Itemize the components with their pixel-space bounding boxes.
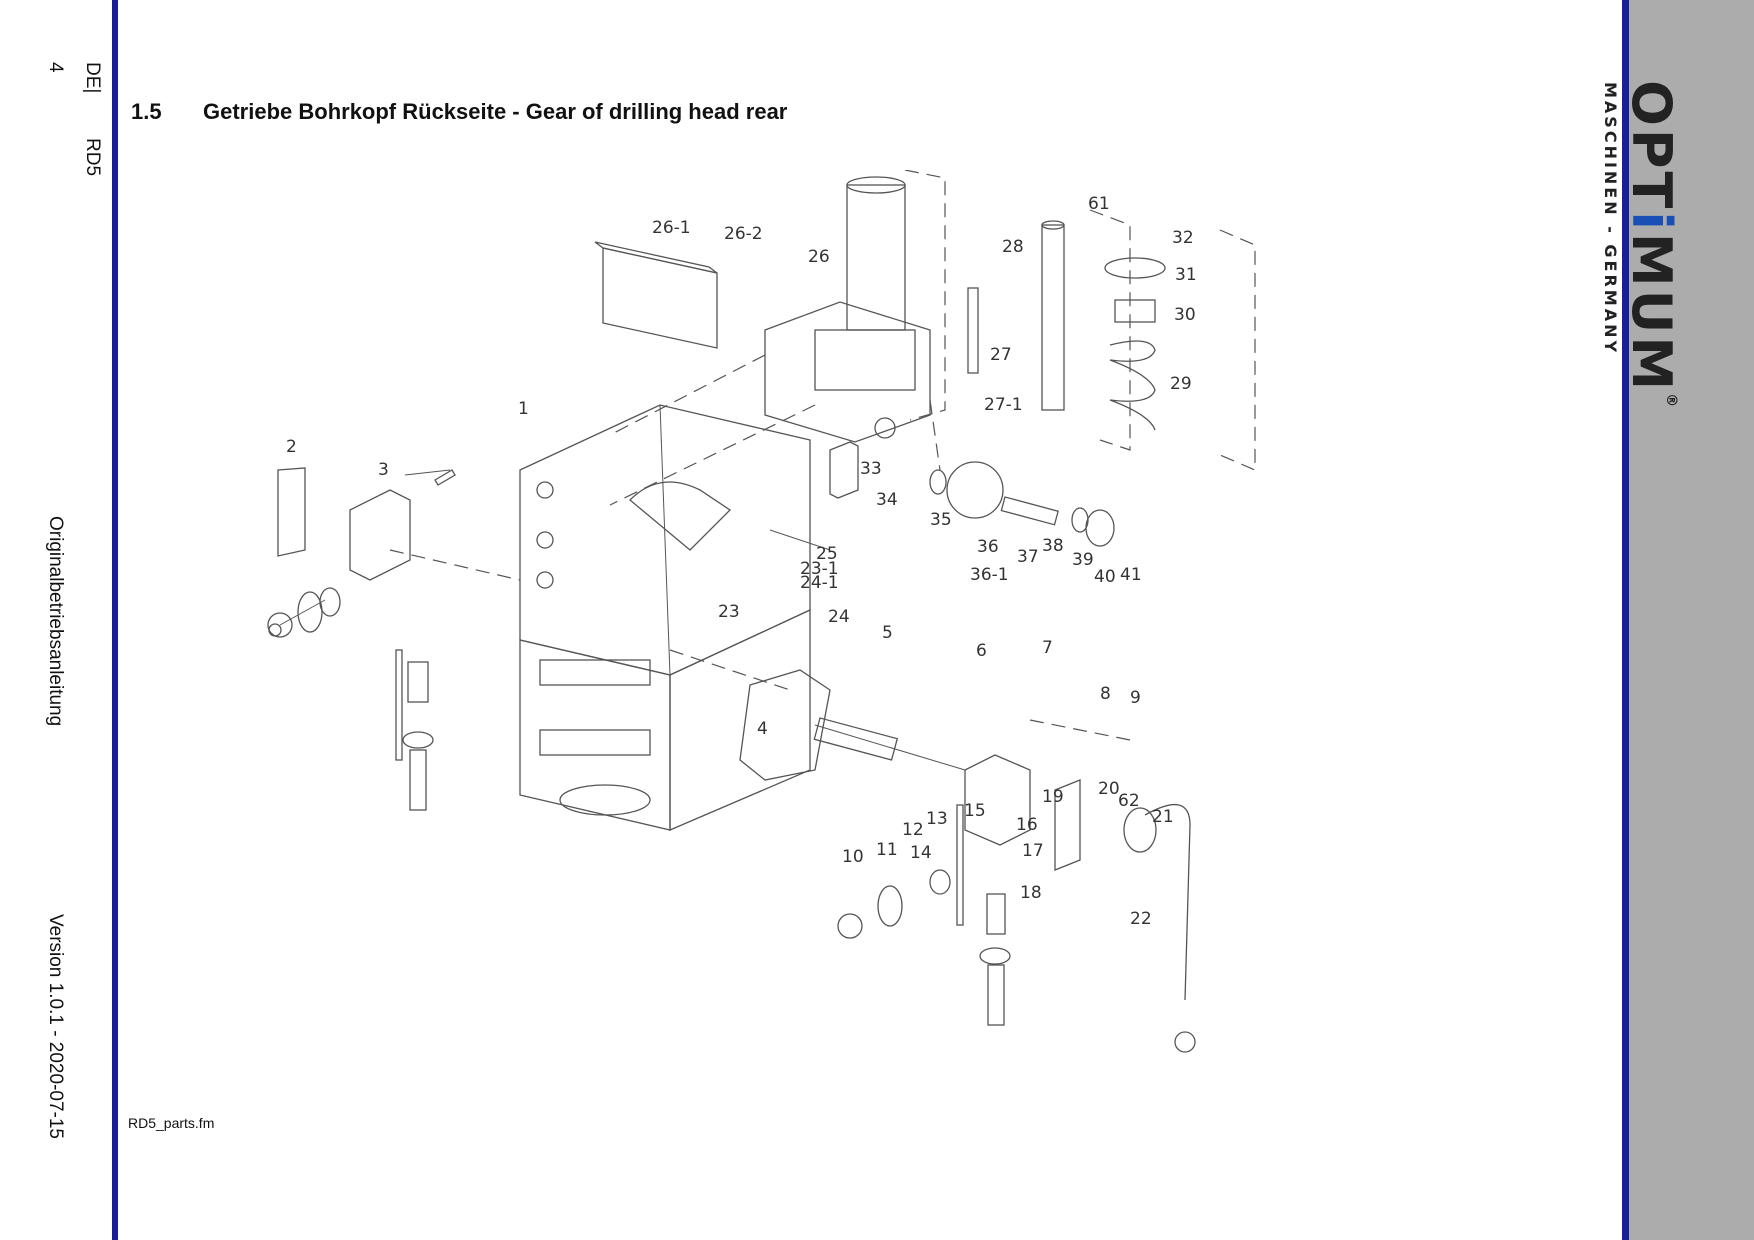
label-28: 28 <box>1002 237 1024 257</box>
label-25: 25 <box>816 544 838 564</box>
label-15: 15 <box>964 801 986 821</box>
label-18: 18 <box>1020 883 1042 903</box>
right-accent-bar <box>1622 0 1629 1240</box>
label-37: 37 <box>1017 547 1039 567</box>
part-gearbox-top <box>764 176 931 443</box>
document-version: Version 1.0.1 - 2020-07-15 <box>45 914 66 1139</box>
label-36: 36 <box>977 537 999 557</box>
label-24-1: 24-1 <box>800 573 839 593</box>
label-21: 21 <box>1152 807 1174 827</box>
brand-tagline: MASCHINEN - GERMANY <box>1601 82 1620 356</box>
label-32: 32 <box>1172 228 1194 248</box>
label-30: 30 <box>1174 305 1196 325</box>
label-23: 23 <box>718 602 740 622</box>
logo-text-end: MUM <box>1620 232 1683 394</box>
label-2: 2 <box>286 437 297 457</box>
label-3: 3 <box>378 460 389 480</box>
part-spring-assembly <box>769 220 1166 551</box>
part-block-6 <box>837 754 1196 1053</box>
margin-language: DE| <box>82 62 103 94</box>
brand-logo: OPTiMUM® <box>1620 80 1683 411</box>
label-20: 20 <box>1098 779 1120 799</box>
label-31: 31 <box>1175 265 1197 285</box>
label-23-1: 23-1 <box>800 559 839 579</box>
label-14: 14 <box>910 843 932 863</box>
label-24: 24 <box>828 607 850 627</box>
label-39: 39 <box>1072 550 1094 570</box>
part-block-4 <box>739 669 831 781</box>
label-16: 16 <box>1016 815 1038 835</box>
label-26: 26 <box>808 247 830 267</box>
part-left-shaft <box>267 587 434 811</box>
label-5: 5 <box>882 623 893 643</box>
label-61: 61 <box>1088 194 1110 214</box>
exploded-parts-diagram: 1 2 3 4 5 6 7 8 9 10 11 12 13 14 15 16 1… <box>267 170 1256 1053</box>
label-19: 19 <box>1042 787 1064 807</box>
part-cover <box>594 241 718 349</box>
registered-mark: ® <box>1663 393 1679 411</box>
label-29: 29 <box>1170 374 1192 394</box>
page-number: 4 <box>45 62 66 73</box>
label-35: 35 <box>930 510 952 530</box>
left-accent-bar <box>112 0 118 1240</box>
label-40: 40 <box>1094 567 1116 587</box>
alignment-lines <box>389 170 1256 741</box>
label-34: 34 <box>876 490 898 510</box>
label-11: 11 <box>876 840 898 860</box>
part-housing <box>519 404 811 831</box>
label-12: 12 <box>902 820 924 840</box>
label-36-1: 36-1 <box>970 565 1009 585</box>
label-6: 6 <box>976 641 987 661</box>
section-number: 1.5 <box>131 99 162 124</box>
logo-text-start: OPT <box>1620 80 1683 212</box>
label-4: 4 <box>757 719 768 739</box>
label-9: 9 <box>1130 688 1141 708</box>
label-10: 10 <box>842 847 864 867</box>
label-8: 8 <box>1100 684 1111 704</box>
part-left-bracket <box>277 467 456 581</box>
label-26-1: 26-1 <box>652 218 691 238</box>
section-heading: 1.5 Getriebe Bohrkopf Rückseite - Gear of… <box>131 99 787 125</box>
label-7: 7 <box>1042 638 1053 658</box>
label-1: 1 <box>518 399 529 419</box>
label-27: 27 <box>990 345 1012 365</box>
part-labels: 1 2 3 4 5 6 7 8 9 10 11 12 13 14 15 16 1… <box>286 194 1197 929</box>
margin-model: RD5 <box>82 138 103 177</box>
label-38: 38 <box>1042 536 1064 556</box>
label-33: 33 <box>860 459 882 479</box>
logo-text-i: i <box>1620 211 1683 233</box>
label-26-2: 26-2 <box>724 224 763 244</box>
section-title: Getriebe Bohrkopf Rückseite - Gear of dr… <box>203 99 788 124</box>
label-13: 13 <box>926 809 948 829</box>
label-27-1: 27-1 <box>984 395 1023 415</box>
part-shaft-5 <box>813 717 966 771</box>
label-17: 17 <box>1022 841 1044 861</box>
brand-strip <box>1622 0 1754 1240</box>
label-62: 62 <box>1118 791 1140 811</box>
footer-filename: RD5_parts.fm <box>128 1115 215 1131</box>
label-41: 41 <box>1120 565 1142 585</box>
label-22: 22 <box>1130 909 1152 929</box>
document-type: Originalbetriebsanleitung <box>45 516 66 727</box>
